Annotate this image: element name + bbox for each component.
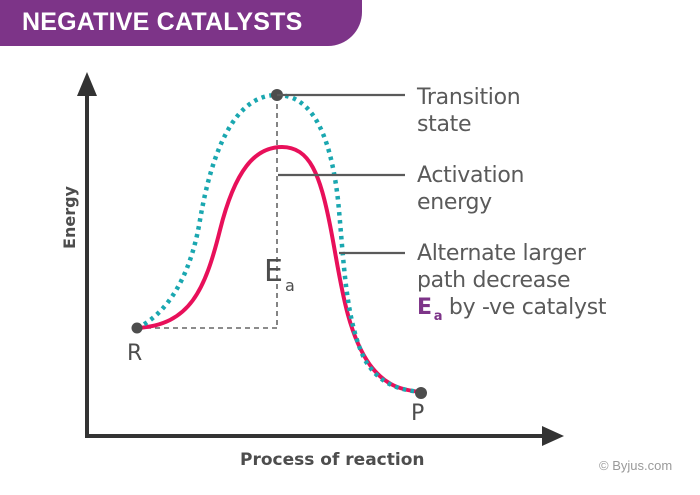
credit-text: © Byjus.com	[599, 458, 673, 473]
reactant-label: R	[127, 341, 143, 366]
y-axis-label: Energy	[59, 186, 79, 249]
x-axis-label: Process of reaction	[240, 450, 425, 470]
uncatalysed-curve	[136, 144, 422, 394]
y-axis-arrow-icon	[77, 72, 97, 96]
axes	[77, 72, 564, 446]
transition-state-label: Transition state	[417, 85, 521, 137]
guide-lines	[137, 95, 278, 329]
title-banner: NEGATIVE CATALYSTS	[0, 0, 362, 46]
negative-catalyst-curve	[136, 92, 422, 395]
reactant-point-icon	[131, 322, 143, 334]
product-point-icon	[415, 387, 427, 399]
x-axis-arrow-icon	[542, 426, 564, 446]
leader-lines	[277, 93, 405, 255]
activation-energy-label: Activation energy	[417, 163, 525, 215]
page-title: NEGATIVE CATALYSTS	[22, 8, 303, 36]
product-label: P	[411, 401, 425, 426]
